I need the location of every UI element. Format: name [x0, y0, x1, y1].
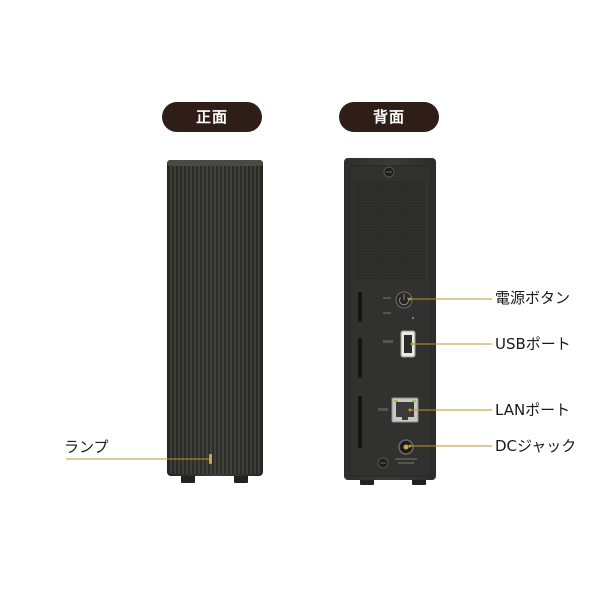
ventilation-mesh [353, 181, 425, 281]
usb-port-label: USBポート [495, 335, 571, 353]
vent-slot [358, 292, 362, 322]
front-foot-right [234, 474, 248, 483]
dc-jack-label: DCジャック [495, 437, 577, 455]
front-foot-left [181, 474, 195, 483]
power-button-label: 電源ボタン [495, 289, 571, 307]
back-view-label: 背面 [339, 102, 439, 132]
lan-port-label: LANポート [495, 401, 571, 419]
vent-slot [358, 396, 362, 448]
front-top-edge [167, 160, 263, 166]
front-ribbed-surface [169, 162, 261, 474]
lamp-label: ランプ [64, 438, 109, 456]
lamp-indicator [209, 454, 212, 464]
front-device [167, 160, 263, 483]
front-view-label: 正面 [162, 102, 262, 132]
back-device [344, 158, 436, 485]
vent-slot [358, 338, 362, 378]
